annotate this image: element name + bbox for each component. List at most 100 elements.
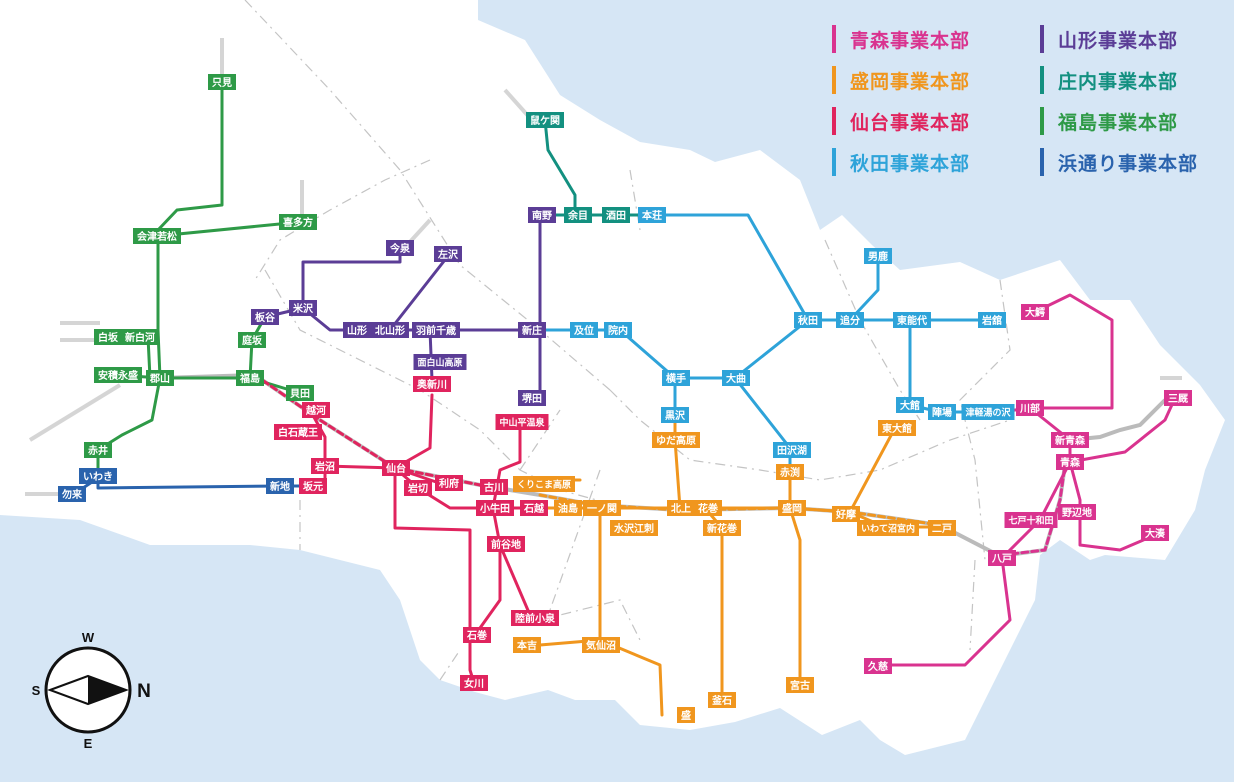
station-横手: 横手 [662,370,690,386]
station-box [703,520,741,536]
station-label: 久慈 [867,660,888,673]
station-三厩: 三厩 [1164,390,1192,406]
station-羽前千歳: 羽前千歳 [412,322,460,338]
station-女川: 女川 [460,675,488,691]
station-box [667,500,695,516]
legend-swatch [1040,25,1044,53]
station-秋田: 秋田 [794,312,822,328]
station-只見: 只見 [208,74,236,90]
station-box [1056,454,1084,470]
station-板谷: 板谷 [251,309,279,325]
station-box [786,677,814,693]
station-box [528,207,556,223]
station-label: 岩舘 [981,314,1002,327]
station-label: 大曲 [726,372,746,385]
compass-needle [88,676,126,704]
station-box [794,312,822,328]
station-label: 利府 [439,477,459,490]
station-堺田: 堺田 [518,390,546,406]
station-余目: 余目 [564,207,592,223]
station-box [480,479,508,495]
station-label: 越河 [305,404,326,417]
station-label: 中山平温泉 [499,417,545,429]
station-box [58,486,86,502]
station-box [610,520,658,536]
station-box [582,637,620,653]
station-label: いわて沼宮内 [861,523,915,535]
legend-swatch [832,25,836,53]
station-box [434,246,462,262]
station-喜多方: 喜多方 [279,214,317,230]
legend-label: 青森事業本部 [850,29,971,52]
station-box [893,312,931,328]
station-label: 新地 [270,480,290,493]
station-label: 前谷地 [491,538,521,551]
station-box [266,478,294,494]
station-box [570,322,598,338]
station-野辺地: 野辺地 [1058,504,1096,520]
station-box [311,458,339,474]
station-box [279,214,317,230]
station-label: 小牛田 [479,502,510,515]
station-南野: 南野 [528,207,556,223]
station-box [677,707,695,723]
station-古川: 古川 [480,479,508,495]
station-八戸: 八戸 [988,550,1016,566]
station-label: 仙台 [386,462,406,475]
station-盛: 盛 [677,707,695,723]
station-box [511,610,559,626]
station-左沢: 左沢 [434,246,462,262]
station-label: 黒沢 [665,409,686,422]
station-label: 米沢 [293,302,314,315]
station-label: 会津若松 [137,230,177,243]
station-label: 好摩 [835,508,857,521]
station-label: 追分 [840,314,860,327]
station-box [513,637,541,653]
station-label: 石巻 [466,629,488,642]
station-奥新川: 奥新川 [413,376,451,392]
station-box [722,370,750,386]
station-label: 八戸 [991,553,1012,565]
station-label: 坂元 [303,480,323,493]
station-box [299,478,327,494]
station-labels: 只見喜多方会津若松白坂新白河安積永盛郡山福島庭坂貝田赤井いわき勿来新地今泉左沢米… [58,74,1192,723]
station-label: 安積永盛 [98,369,138,382]
station-label: 大鰐 [1025,306,1045,319]
station-福島: 福島 [236,370,264,386]
station-box [832,506,860,522]
station-label: 陣場 [932,406,952,419]
legend-item-fukushima: 福島事業本部 [1040,104,1178,138]
legend-swatch [832,107,836,135]
station-label: 白坂 [98,331,119,344]
station-box [602,207,630,223]
station-box [583,500,621,516]
station-box [236,370,264,386]
station-label: 院内 [608,324,628,337]
station-box [251,309,279,325]
station-label: 新庄 [522,324,542,337]
station-box [289,300,317,316]
station-東大館: 東大館 [878,420,916,436]
station-box [518,390,546,406]
station-label: 勿来 [61,488,83,501]
station-box [274,424,322,440]
station-box [133,228,181,244]
station-box [1164,390,1192,406]
station-及位: 及位 [570,322,598,338]
station-box [694,500,722,516]
station-label: 野辺地 [1062,506,1092,519]
station-box [857,520,919,536]
station-box [1058,504,1096,520]
station-box [928,520,956,536]
station-陸前小泉: 陸前小泉 [511,610,559,626]
station-新庄: 新庄 [518,322,546,338]
station-label: 郡山 [149,372,170,385]
station-box [564,207,592,223]
station-追分: 追分 [836,312,864,328]
station-本吉: 本吉 [513,637,541,653]
station-label: 喜多方 [283,216,313,229]
station-label: 気仙沼 [585,639,616,652]
station-box [94,329,122,345]
station-大曲: 大曲 [722,370,750,386]
legend-swatch [1040,107,1044,135]
